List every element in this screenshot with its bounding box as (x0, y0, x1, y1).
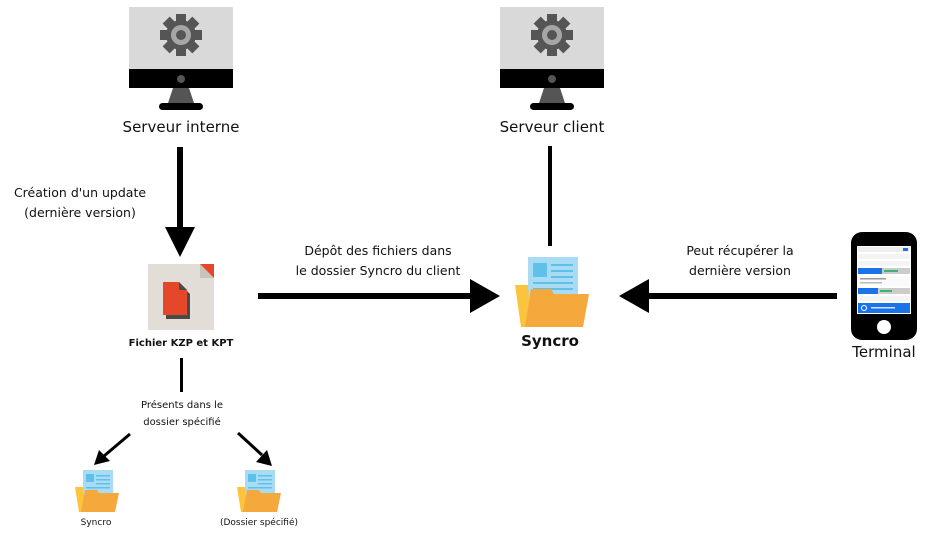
server-gear-icon (500, 7, 604, 110)
syncro-main-label: Syncro (521, 332, 579, 350)
folder-document-icon (515, 257, 589, 327)
syncro-small-label: Syncro (80, 518, 112, 528)
document-file-icon (148, 264, 214, 330)
deposit-line2: le dossier Syncro du client (295, 263, 461, 278)
retrieve-line2: dernière version (689, 263, 791, 278)
arrow-to-specified-folder (236, 431, 272, 466)
client-server-label: Serveur client (499, 118, 605, 136)
deposit-label: Dépôt des fichiers dans le dossier Syncr… (258, 241, 498, 281)
deposit-line1: Dépôt des fichiers dans (304, 243, 452, 258)
create-update-line2: (dernière version) (24, 205, 136, 220)
create-update-line1: Création d'un update (13, 185, 147, 200)
arrow-to-syncro-small (94, 432, 131, 465)
arrow-create-update (165, 147, 195, 257)
create-update-label: Création d'un update (dernière version) (0, 183, 160, 223)
present-line2: dossier spécifié (143, 417, 221, 428)
connector-file-present (180, 358, 183, 392)
folder-document-icon (75, 470, 119, 512)
folder-document-icon (237, 470, 281, 512)
internal-server-label: Serveur interne (122, 118, 240, 136)
arrow-retrieve (619, 279, 837, 313)
arrow-deposit (258, 279, 500, 313)
retrieve-line1: Peut récupérer la (686, 243, 794, 258)
present-line1: Présents dans le (140, 400, 224, 411)
smartphone-icon (851, 232, 917, 340)
specified-folder-label: (Dossier spécifié) (219, 518, 299, 528)
present-label: Présents dans le dossier spécifié (110, 397, 254, 431)
server-gear-icon (129, 7, 233, 110)
file-label: Fichier KZP et KPT (128, 338, 234, 349)
terminal-label: Terminal (852, 343, 916, 361)
connector-client-syncro (548, 146, 552, 246)
retrieve-label: Peut récupérer la dernière version (650, 241, 830, 281)
